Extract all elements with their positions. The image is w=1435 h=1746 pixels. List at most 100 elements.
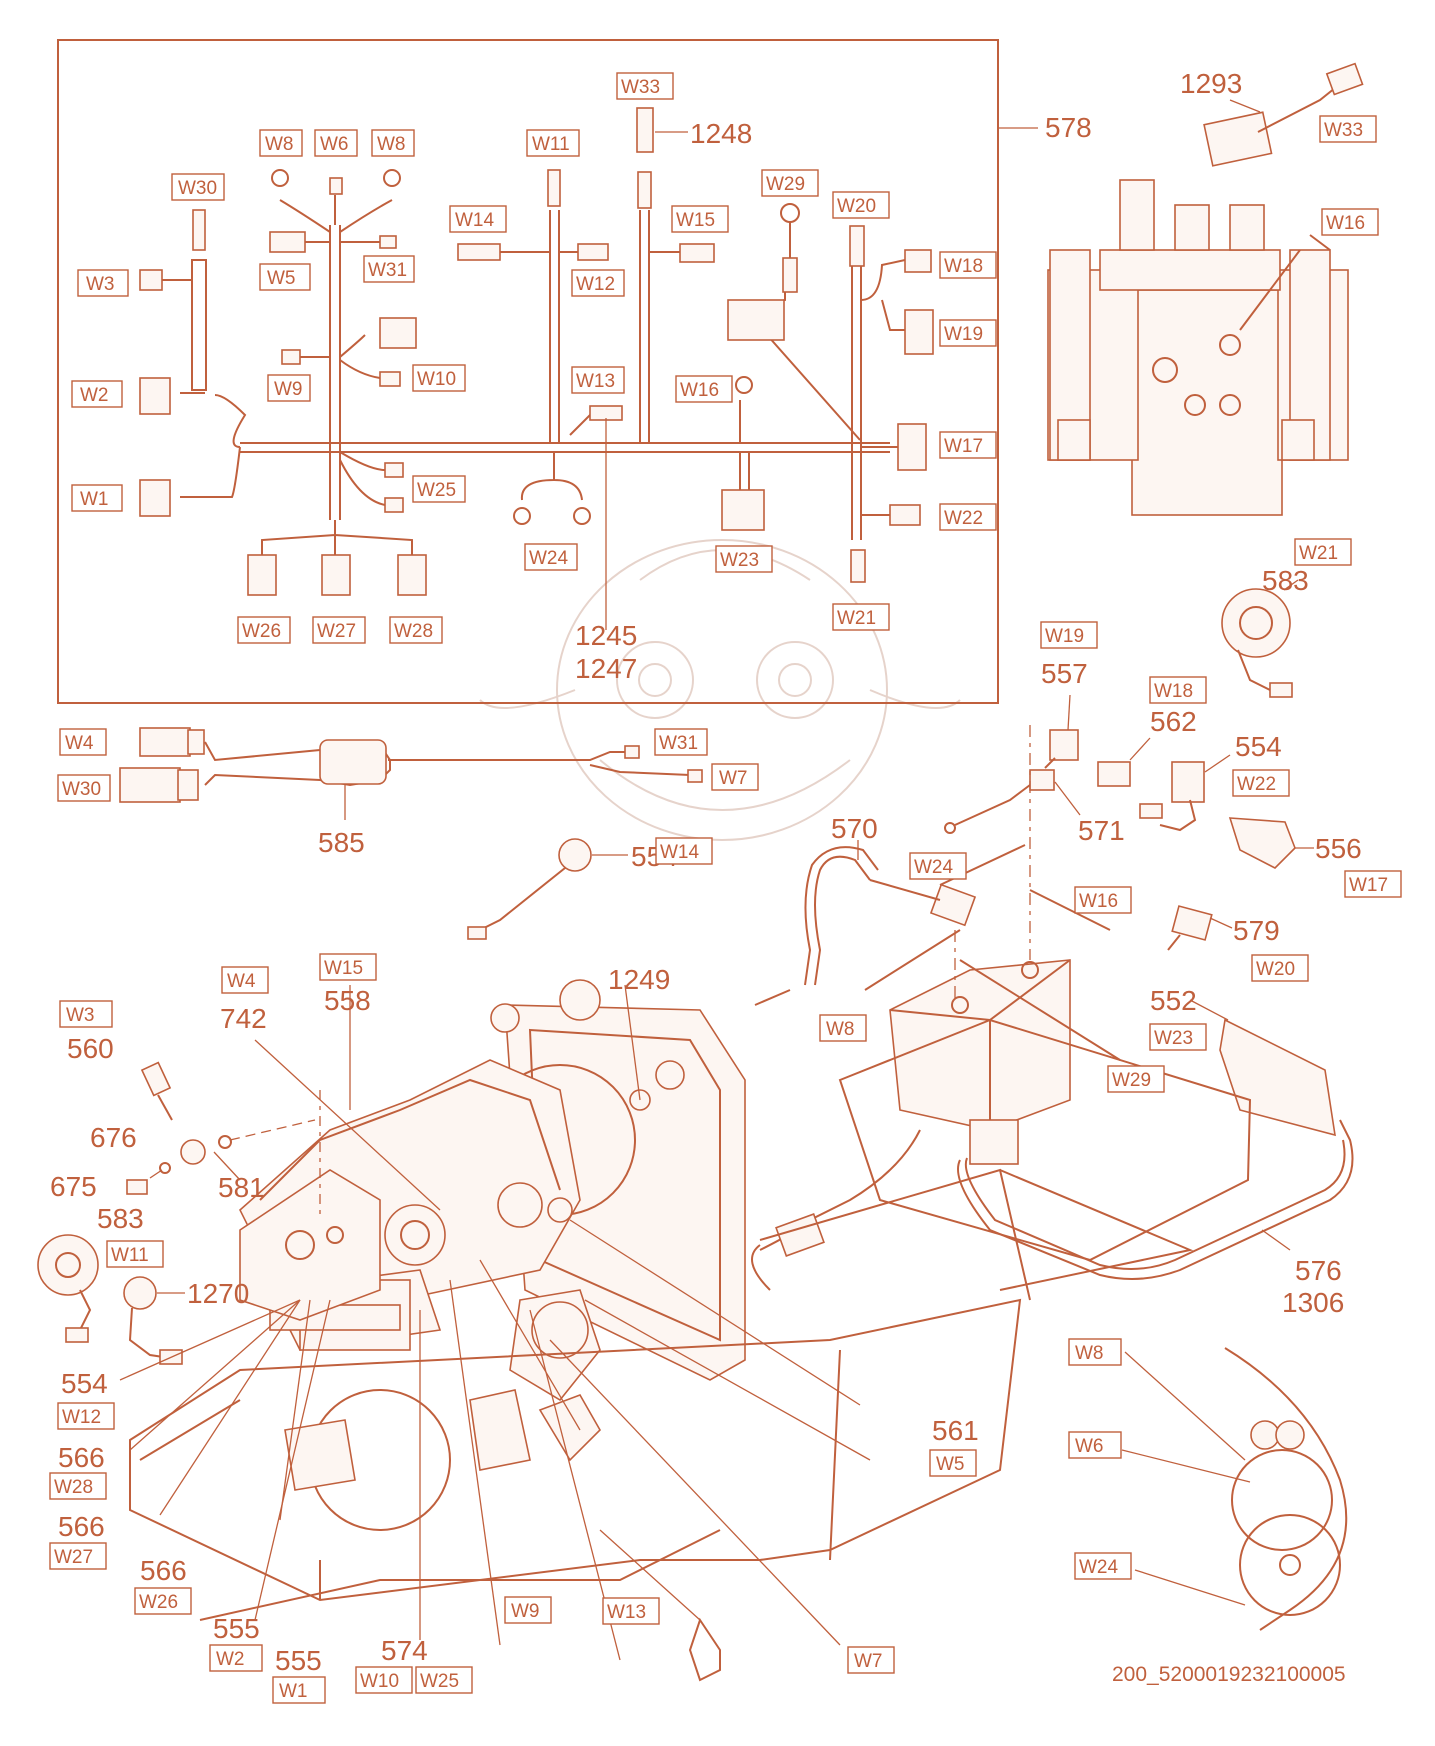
svg-text:W28: W28 [394,621,433,642]
wire-tag: W16 [675,375,733,403]
part-number: 574 [381,1635,428,1666]
wire-tag: W24 [524,543,578,571]
part-number: 1270 [187,1278,249,1309]
wire-tag: W8 [371,129,415,157]
svg-text:W5: W5 [936,1454,965,1475]
svg-text:W23: W23 [720,550,759,571]
wire-tag: W33 [616,72,674,100]
wire-tag: W24 [909,852,967,880]
svg-text:W24: W24 [914,857,954,878]
svg-text:W16: W16 [680,380,719,401]
part-number: 583 [1262,565,1309,596]
part-number: 555 [213,1613,260,1644]
harness-585 [119,727,703,820]
wire-tag: W19 [939,319,997,347]
wire-tag: W27 [312,616,366,644]
wire-tag: W3 [77,269,129,297]
svg-text:W26: W26 [139,1592,178,1613]
svg-text:W24: W24 [1079,1557,1119,1578]
wire-tag: W31 [654,728,708,756]
inset-detail [1121,1347,1348,1631]
part-number: 585 [318,827,365,858]
part-number: 1245 [575,620,637,651]
sensor-connectors [467,579,1314,1006]
wire-tag: W5 [929,1449,977,1477]
wire-tag: W1 [71,484,123,512]
wire-tag: W19 [1040,621,1098,649]
wire-tag: W7 [847,1646,895,1674]
wire-tag: W22 [939,503,997,531]
part-number: 554 [61,1368,108,1399]
part-number: 578 [1045,112,1092,143]
engine-assembly [37,979,1194,1682]
wire-tag: W26 [237,616,291,644]
svg-text:W15: W15 [676,210,715,231]
wire-tag: W20 [832,191,890,219]
svg-text:W19: W19 [1045,626,1084,647]
svg-text:W2: W2 [216,1649,245,1670]
svg-text:W7: W7 [719,768,748,789]
part-number: 1248 [690,118,752,149]
svg-text:W20: W20 [837,196,876,217]
part-number: 570 [831,813,878,844]
part-number: 566 [58,1511,105,1542]
svg-text:W8: W8 [265,134,294,155]
wire-tag: W8 [1068,1338,1122,1366]
wire-tag: W8 [259,129,303,157]
part-number: 581 [218,1172,265,1203]
wire-tag: W30 [171,173,225,201]
wire-tag: W13 [602,1597,660,1625]
wire-tag: W23 [715,545,773,573]
wire-tag: W26 [134,1587,192,1615]
svg-text:W15: W15 [324,958,363,979]
wire-tag: W14 [449,205,507,233]
drawing-reference: 200_5200019232100005 [1112,1663,1346,1686]
part-number: 566 [58,1442,105,1473]
wire-tags: W8 W6 W8 W30 W3 W2 W1 W5 W31 W9 W10 W25 … [49,72,1402,1704]
wire-tag: W28 [49,1472,107,1500]
svg-text:W5: W5 [267,268,296,289]
svg-text:W11: W11 [111,1245,149,1266]
part-number: 554 [1235,731,1282,762]
wire-tag: W10 [412,364,466,392]
part-number: 742 [220,1003,267,1034]
wire-tag: W24 [1074,1552,1132,1580]
wire-tag: W16 [1321,208,1379,236]
svg-text:W14: W14 [455,210,495,231]
part-number: 552 [1150,985,1197,1016]
svg-text:W14: W14 [660,842,700,863]
part-number: 558 [324,985,371,1016]
watermark-drawing [479,539,961,841]
wire-tag: W3 [59,1000,113,1028]
svg-text:W6: W6 [1075,1436,1104,1457]
wire-tag: W29 [761,169,819,197]
wire-tag: W25 [415,1666,473,1694]
svg-text:W28: W28 [54,1477,93,1498]
wire-tag: W25 [412,475,466,503]
svg-text:W30: W30 [178,178,217,199]
svg-text:W27: W27 [54,1547,93,1568]
wire-tag: W22 [1232,769,1290,797]
wire-tag: W21 [1294,538,1352,566]
svg-text:W30: W30 [62,779,101,800]
harness-detail-frame [57,39,999,704]
svg-text:W10: W10 [417,369,456,390]
part-number: 556 [1315,833,1362,864]
wire-tag: W11 [106,1240,164,1268]
wire-tag: W27 [49,1542,107,1570]
wire-tag: W12 [57,1402,115,1430]
svg-text:W21: W21 [837,608,876,629]
svg-text:W31: W31 [659,733,698,754]
wire-tag: W5 [259,263,311,291]
svg-text:W8: W8 [1075,1343,1104,1364]
svg-text:W22: W22 [944,508,983,529]
wire-tag: W31 [363,255,415,283]
part-1293 [1203,62,1364,167]
svg-text:W19: W19 [944,324,983,345]
svg-text:W24: W24 [529,548,569,569]
wire-tag: W30 [57,774,111,802]
svg-text:W4: W4 [65,733,94,754]
svg-text:W29: W29 [1112,1070,1151,1091]
svg-text:W4: W4 [227,971,256,992]
svg-text:W23: W23 [1154,1028,1193,1049]
